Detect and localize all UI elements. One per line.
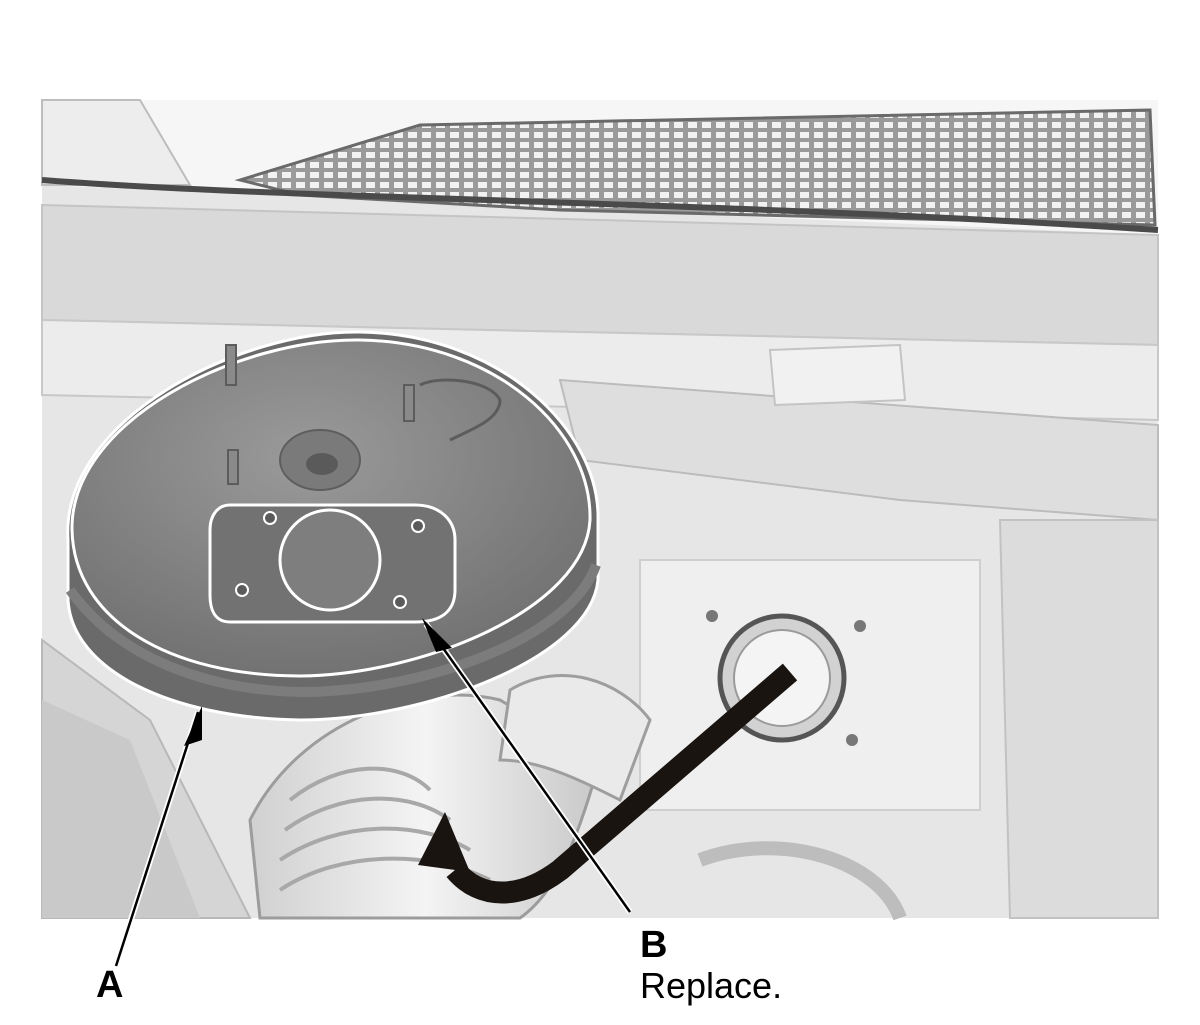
firewall-bolt — [854, 620, 866, 632]
booster-studs — [225, 344, 415, 485]
hose-right — [697, 841, 907, 921]
callout-a-leader — [113, 706, 202, 967]
bracket-right — [768, 343, 907, 407]
callout-label-b: B — [640, 924, 668, 966]
cowl-grille-edge — [41, 177, 1159, 233]
firewall-bolt — [706, 610, 718, 622]
left-fender-inner — [42, 700, 200, 918]
right-pillar — [998, 519, 1159, 919]
callout-note-b: Replace. — [640, 965, 783, 1006]
booster-rib — [419, 378, 502, 442]
curved-arrow-icon — [418, 663, 798, 904]
intake-duct — [498, 674, 652, 803]
gasket-center-ring — [278, 508, 382, 612]
firewall-bolt — [846, 734, 858, 746]
a-pillar-left — [41, 99, 192, 186]
brake-booster — [65, 330, 601, 722]
gasket-bolt-holes — [235, 511, 425, 609]
callout-label-a: A — [96, 964, 124, 1006]
booster-boss-hole — [306, 453, 338, 475]
booster-band — [65, 563, 601, 698]
callout-b-leader — [422, 618, 633, 914]
